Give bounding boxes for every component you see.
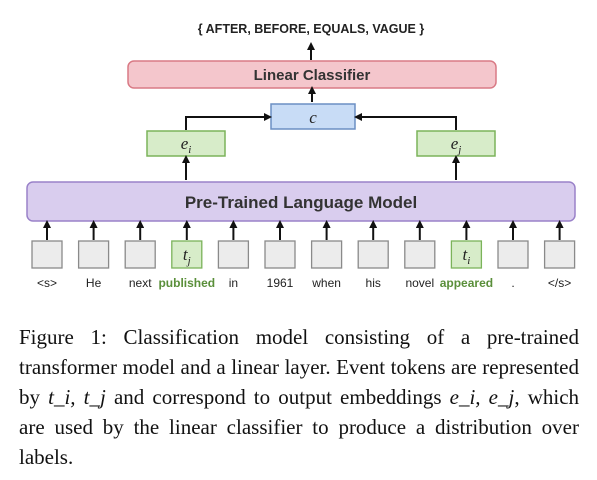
token-word: </s> (548, 276, 571, 290)
ei-label: ei (181, 134, 192, 156)
language-model-box (26, 181, 576, 222)
language-model-label: Pre-Trained Language Model (185, 193, 417, 212)
ej-box (416, 130, 496, 157)
token-word: his (366, 276, 381, 290)
token-word: published (158, 276, 215, 290)
token-word: appeared (440, 276, 493, 290)
token-box (124, 240, 156, 269)
figure-caption: Figure 1: Classification model consistin… (19, 322, 579, 472)
token-box (357, 240, 389, 269)
token-word: 1961 (267, 276, 294, 290)
ej-subscript: j (456, 144, 461, 156)
caption-text-3: , which are used by the linear classifie… (19, 385, 580, 469)
architecture-diagram: { AFTER, BEFORE, EQUALS, VAGUE } Linear … (26, 22, 576, 290)
token-box (217, 240, 250, 269)
token-word: in (229, 276, 238, 290)
arrow-ej-to-c (354, 113, 457, 130)
token-word: . (511, 276, 514, 290)
ti-base: t (463, 245, 469, 264)
event-token-box (171, 240, 203, 269)
tj-base: t (183, 245, 189, 264)
token-box (543, 240, 576, 269)
ti-subscript: i (467, 255, 470, 267)
c-label: c (309, 108, 317, 127)
token-word: <s> (37, 276, 57, 290)
token-word: when (311, 276, 341, 290)
token-box (264, 240, 296, 269)
ej-base: e (451, 134, 459, 153)
arrow-ei-to-c (185, 113, 272, 130)
ei-base: e (181, 134, 189, 153)
tj-label: tj (183, 245, 191, 267)
token-box (404, 240, 436, 269)
caption-math-t: t_i, t_j (48, 385, 106, 409)
token-word: He (86, 276, 102, 290)
output-labels: { AFTER, BEFORE, EQUALS, VAGUE } (198, 22, 425, 36)
token-word: next (129, 276, 152, 290)
ei-subscript: i (188, 144, 191, 156)
token-box (310, 240, 343, 269)
caption-text-1: Classification model consisting of a pre… (19, 325, 579, 409)
ti-label: ti (463, 245, 471, 267)
event-token-box (450, 240, 483, 269)
tj-subscript: j (186, 255, 191, 267)
caption-prefix: Figure 1: (19, 325, 107, 349)
caption-math-e: e_i, e_j (449, 385, 515, 409)
token-box (497, 240, 529, 269)
ej-label: ej (451, 134, 462, 156)
token-word: novel (405, 276, 434, 290)
token-box (77, 240, 110, 269)
caption-text-2: and correspond to output embeddings (105, 385, 450, 409)
token-box (31, 240, 63, 269)
linear-classifier-label: Linear Classifier (254, 67, 371, 84)
